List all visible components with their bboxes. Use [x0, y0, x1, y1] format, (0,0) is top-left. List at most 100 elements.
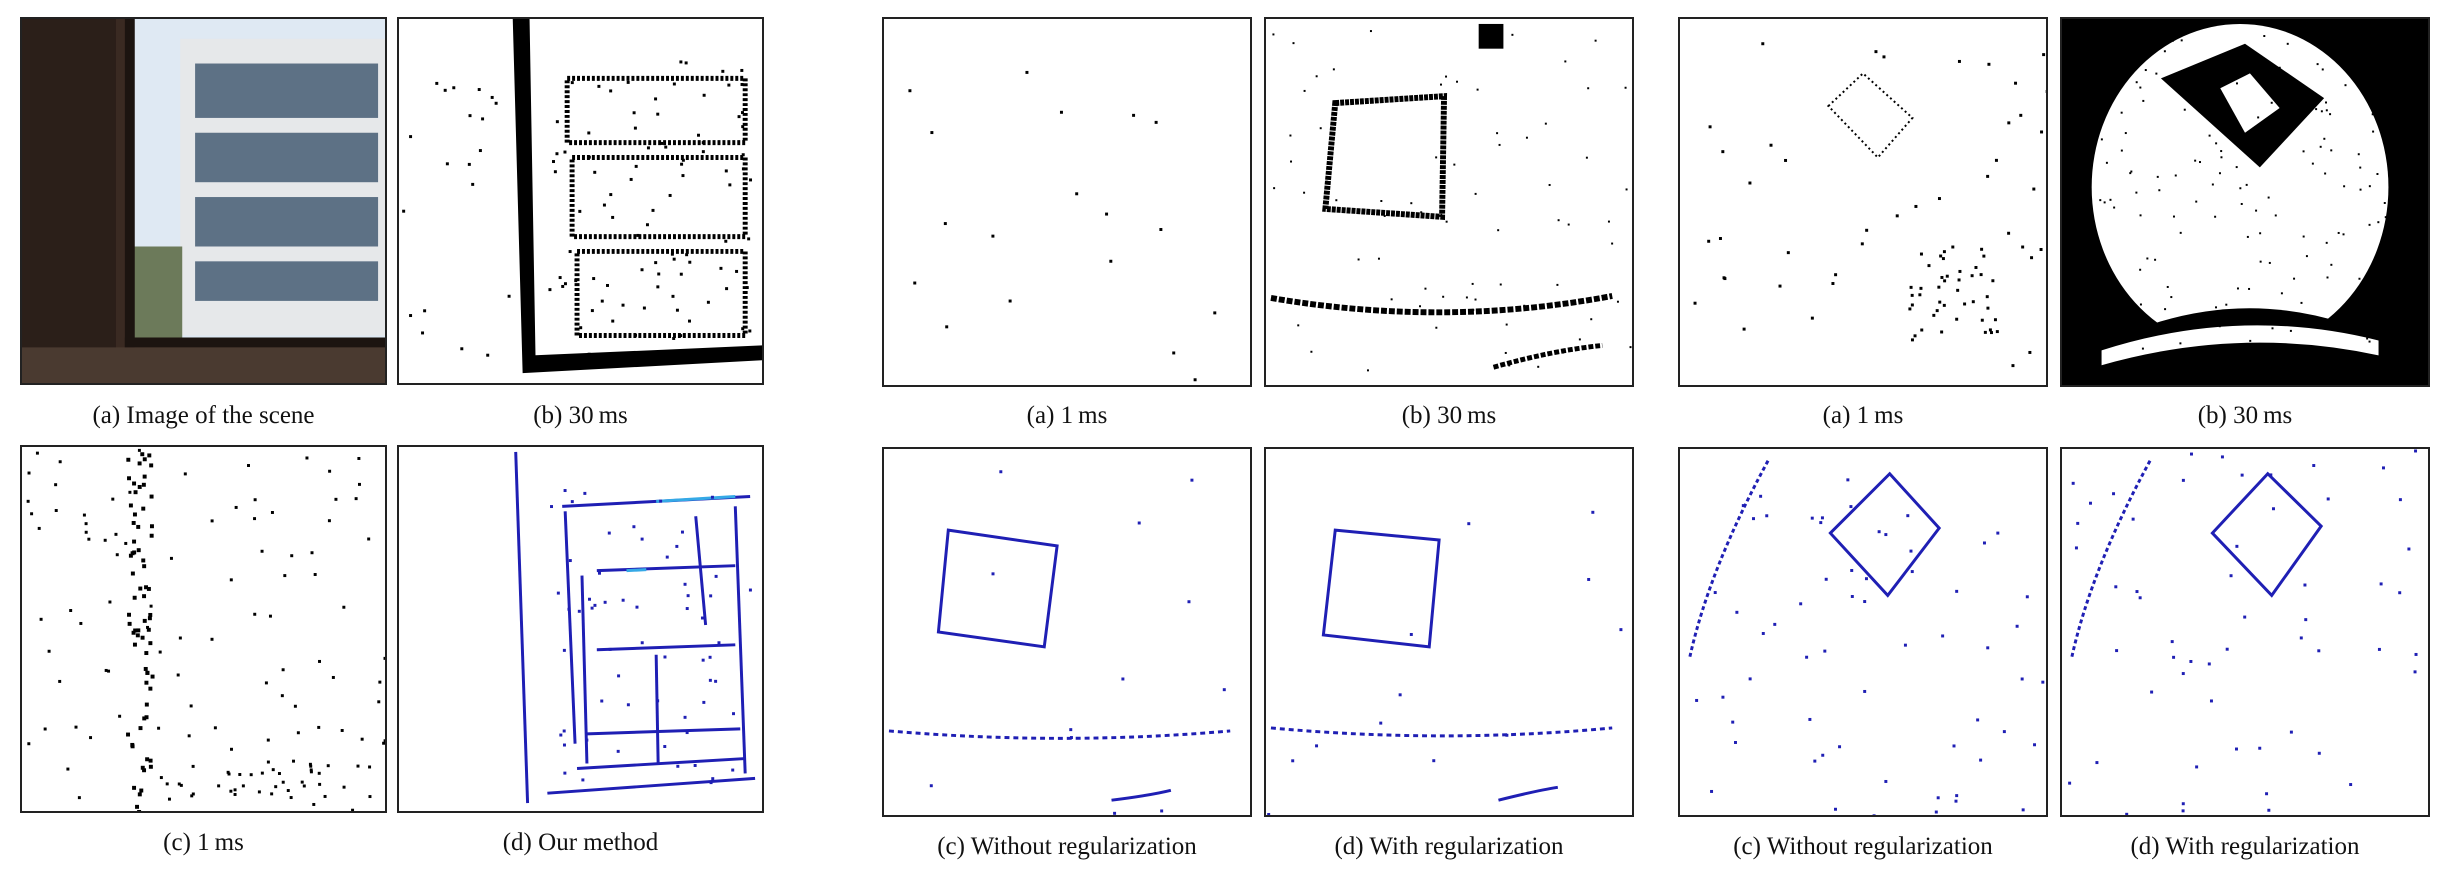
- event-dot: [140, 765, 145, 770]
- event-dot: [308, 762, 312, 766]
- event-dot: [660, 141, 664, 145]
- event-dot: [2081, 79, 2084, 82]
- event-dot: [636, 233, 640, 237]
- event-dot: [141, 482, 146, 487]
- event-dot: [2407, 547, 2411, 551]
- event-dot: [1939, 254, 1943, 258]
- event-dot: [656, 699, 660, 703]
- event-dot: [1734, 741, 1737, 744]
- event-dot: [593, 603, 597, 607]
- event-dot: [632, 525, 636, 529]
- event-dot: [1808, 717, 1812, 721]
- event-dot: [1508, 364, 1511, 367]
- caption-1a: (a) Image of the scene: [92, 402, 315, 429]
- event-dot: [1940, 275, 1944, 279]
- event-dot: [1319, 127, 1322, 130]
- event-dot: [37, 526, 41, 530]
- event-dot: [1819, 521, 1823, 525]
- event-dot: [132, 512, 137, 517]
- events-30ms-plot: [402, 19, 762, 374]
- event-dot: [2376, 173, 2379, 175]
- event-dot: [1499, 283, 1502, 286]
- event-dot: [2342, 233, 2345, 236]
- event-dot: [2139, 303, 2142, 306]
- event-dot: [749, 178, 753, 182]
- event-dot: [2105, 161, 2108, 164]
- event-dot: [1629, 346, 1632, 349]
- event-dot: [115, 553, 119, 557]
- event-dot: [2180, 23, 2183, 26]
- event-dot: [1544, 122, 1547, 125]
- event-dot: [2181, 478, 2185, 482]
- event-dot: [2394, 175, 2397, 178]
- event-dot: [1121, 677, 1125, 681]
- event-dot: [2289, 730, 2293, 734]
- group2-events-30ms-plot: [1270, 23, 1632, 372]
- event-dot: [1820, 516, 1824, 520]
- caption-1d: (d) Our method: [502, 829, 659, 856]
- event-dot: [2415, 235, 2418, 238]
- event-dot: [35, 451, 39, 455]
- event-dot: [2125, 812, 2129, 815]
- event-dot: [2083, 222, 2086, 225]
- event-dot: [745, 286, 749, 290]
- event-dot: [579, 326, 583, 330]
- event-dot: [688, 260, 692, 264]
- event-dot: [2343, 330, 2346, 333]
- event-dot: [2076, 521, 2080, 525]
- event-dot: [77, 796, 81, 800]
- event-dot: [1377, 257, 1380, 260]
- event-dot: [356, 764, 360, 768]
- event-dot: [1986, 306, 1990, 310]
- event-dot: [1773, 622, 1777, 626]
- event-dot: [1607, 220, 1610, 223]
- event-dot: [2255, 209, 2258, 212]
- event-dot: [1884, 533, 1888, 537]
- event-dot: [313, 573, 317, 576]
- event-dot: [1303, 89, 1306, 92]
- event-dot: [149, 524, 154, 529]
- event-dot: [1419, 305, 1422, 308]
- event-dot: [654, 97, 658, 101]
- event-dot: [1955, 317, 1959, 321]
- event-dot: [2368, 185, 2371, 188]
- event-dot: [555, 152, 559, 156]
- event-dot: [490, 95, 494, 99]
- event-dot: [1213, 311, 1217, 315]
- event-dot: [2368, 223, 2371, 226]
- event-dot: [2164, 308, 2167, 311]
- event-dot: [2033, 743, 2037, 747]
- event-dot: [477, 88, 481, 92]
- event-dot: [2402, 94, 2405, 97]
- event-dot: [2337, 231, 2340, 234]
- caption-3a: (a) 1 ms: [1822, 402, 1904, 429]
- group3-without-reg-panel: [1678, 447, 2048, 817]
- event-dot: [478, 149, 482, 153]
- event-dot: [2215, 142, 2218, 145]
- event-dot: [468, 114, 472, 118]
- event-dot: [727, 83, 731, 87]
- event-dot: [1290, 160, 1293, 163]
- event-dot: [1991, 279, 1995, 283]
- event-dot: [609, 89, 613, 93]
- event-dot: [342, 785, 346, 789]
- event-dot: [290, 554, 294, 558]
- event-dot: [148, 612, 153, 617]
- event-dot: [2246, 235, 2249, 238]
- event-dot: [663, 655, 667, 659]
- event-dot: [2243, 362, 2246, 365]
- event-dot: [991, 572, 995, 576]
- event-dot: [598, 571, 601, 575]
- event-dot: [2156, 175, 2159, 178]
- event-dot: [210, 519, 214, 523]
- event-dot: [423, 309, 427, 313]
- event-dot: [646, 146, 650, 150]
- event-dot: [1587, 87, 1590, 90]
- event-dot: [140, 452, 145, 457]
- event-dot: [2020, 677, 2024, 681]
- event-dot: [732, 712, 735, 716]
- event-dot: [621, 598, 625, 602]
- event-dot: [2269, 473, 2273, 477]
- event-dot: [1735, 610, 1739, 614]
- event-dot: [227, 772, 231, 776]
